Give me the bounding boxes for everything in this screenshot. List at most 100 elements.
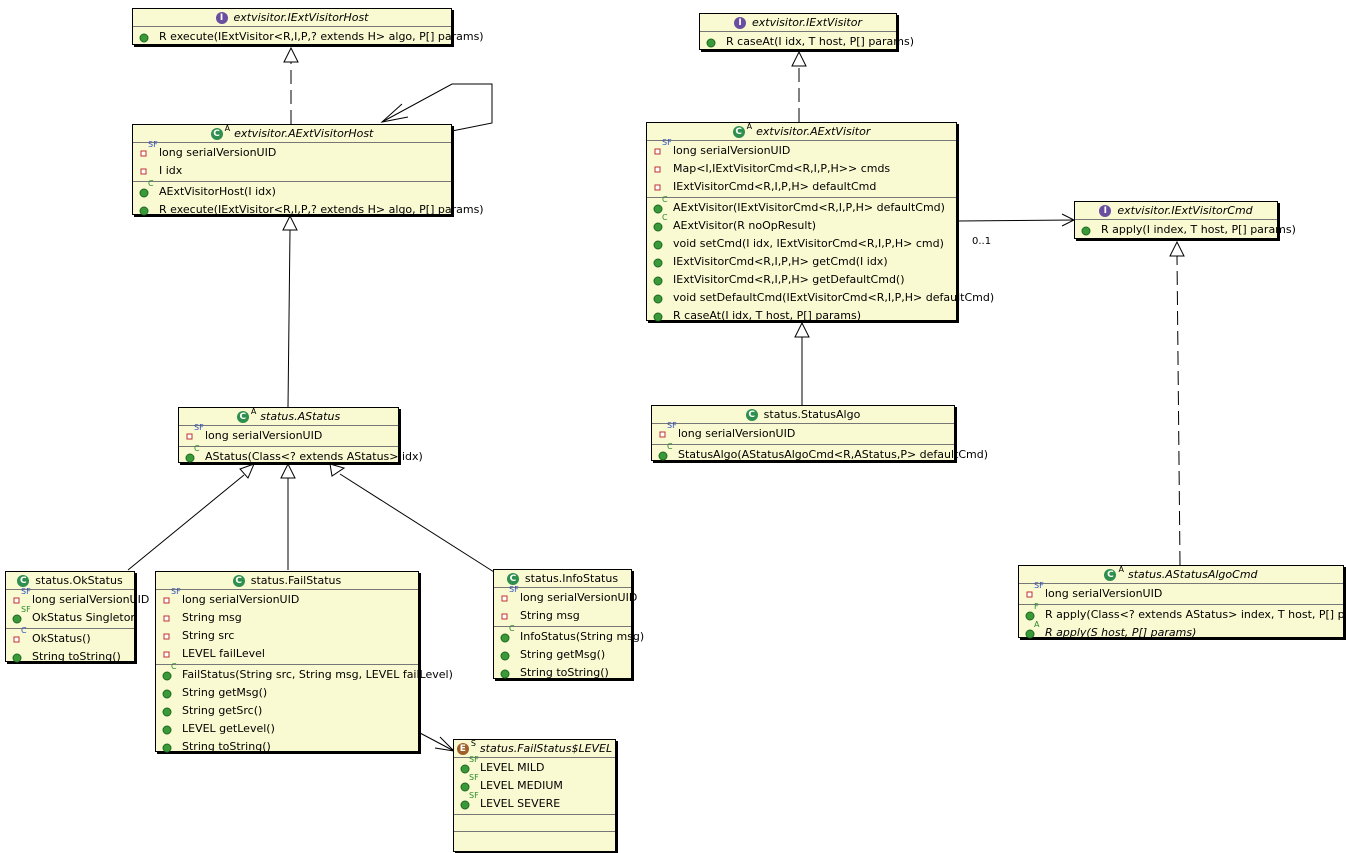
member-text: AStatus(Class<? extends AStatus> idx) — [205, 450, 423, 463]
enum-icon: E — [456, 743, 469, 755]
member-row[interactable]: String msg — [494, 607, 631, 625]
private-visibility-icon — [163, 615, 170, 622]
member-text: AExtVisitor(R noOpResult) — [673, 219, 817, 232]
member-row[interactable]: R caseAt(I idx, T host, P[] params) — [700, 33, 914, 51]
member-text: InfoStatus(String msg) — [520, 630, 645, 643]
member-row[interactable]: String getMsg() — [494, 646, 631, 664]
member-text: StatusAlgo(AStatusAlgoCmd<R,AStatus,P> d… — [678, 448, 989, 461]
member-row[interactable]: R caseAt(I idx, T host, P[] params) — [647, 307, 956, 325]
member-row[interactable]: R execute(IExtVisitor<R,I,P,? extends H>… — [133, 201, 484, 219]
member-text: long serialVersionUID — [32, 593, 150, 606]
member-row[interactable]: R apply(I index, T host, P[] params) — [1075, 221, 1296, 239]
class-icon: C — [1104, 569, 1117, 581]
member-text: Map<I,IExtVisitorCmd<R,I,P,H>> cmds — [673, 162, 891, 175]
private-visibility-icon — [163, 597, 170, 604]
member-row[interactable]: I idx — [133, 162, 451, 180]
self-association-line — [381, 83, 493, 132]
member-text: R caseAt(I idx, T host, P[] params) — [673, 309, 862, 322]
member-row[interactable]: String getMsg() — [156, 684, 418, 702]
member-row[interactable]: IExtVisitorCmd<R,I,P,H> defaultCmd — [647, 178, 956, 196]
realization-line — [1176, 255, 1181, 566]
private-visibility-icon — [654, 166, 661, 173]
modifier-marker: C — [662, 195, 668, 204]
member-row[interactable]: void setCmd(I idx, IExtVisitorCmd<R,I,P,… — [647, 235, 956, 253]
modifier-marker: SF — [469, 791, 479, 800]
modifier-marker: C — [171, 662, 177, 671]
member-row[interactable]: Map<I,IExtVisitorCmd<R,I,P,H>> cmds — [647, 160, 956, 178]
member-row[interactable]: LEVEL getLevel() — [156, 720, 418, 738]
member-row[interactable]: String src — [156, 627, 418, 645]
modifier-marker: C — [662, 213, 668, 222]
generalization-line — [339, 473, 495, 573]
public-visibility-icon — [653, 222, 663, 232]
member-row[interactable]: String toString() — [494, 664, 631, 682]
member-row[interactable]: LEVEL failLevel — [156, 645, 418, 663]
member-text: R apply(S host, P[] params) — [1045, 626, 1197, 639]
methods-compartment: R execute(IExtVisitor<R,I,P,? extends H>… — [133, 27, 484, 47]
member-text: IExtVisitorCmd<R,I,P,H> defaultCmd — [673, 180, 877, 193]
member-text: OkStatus() — [32, 632, 91, 645]
member-row[interactable]: IExtVisitorCmd<R,I,P,H> getDefaultCmd() — [647, 271, 956, 289]
stereotype-marker: A — [746, 123, 753, 131]
member-row[interactable]: R execute(IExtVisitor<R,I,P,? extends H>… — [133, 28, 484, 46]
member-text: long serialVersionUID — [673, 144, 791, 157]
member-row[interactable]: C AExtVisitor(R noOpResult) — [647, 213, 956, 235]
member-text: String getMsg() — [182, 686, 268, 699]
public-visibility-icon — [706, 38, 716, 48]
public-visibility-icon — [162, 671, 172, 681]
member-row[interactable]: String toString() — [6, 648, 134, 666]
association-line — [419, 732, 455, 752]
member-row[interactable]: String getSrc() — [156, 702, 418, 720]
modifier-marker: SF — [667, 421, 677, 430]
member-text: IExtVisitorCmd<R,I,P,H> getCmd(I idx) — [673, 255, 888, 268]
public-visibility-icon — [658, 451, 668, 461]
member-row[interactable]: void setDefaultCmd(IExtVisitorCmd<R,I,P,… — [647, 289, 994, 307]
public-visibility-icon — [653, 240, 663, 250]
member-row[interactable]: String msg — [156, 609, 418, 627]
methods-compartment: R caseAt(I idx, T host, P[] params) — [700, 32, 914, 52]
member-row[interactable]: String toString() — [156, 738, 418, 756]
methods-compartment — [454, 815, 615, 832]
private-visibility-icon — [163, 651, 170, 658]
member-row[interactable]: IExtVisitorCmd<R,I,P,H> getCmd(I idx) — [647, 253, 956, 271]
private-visibility-icon — [654, 148, 661, 155]
